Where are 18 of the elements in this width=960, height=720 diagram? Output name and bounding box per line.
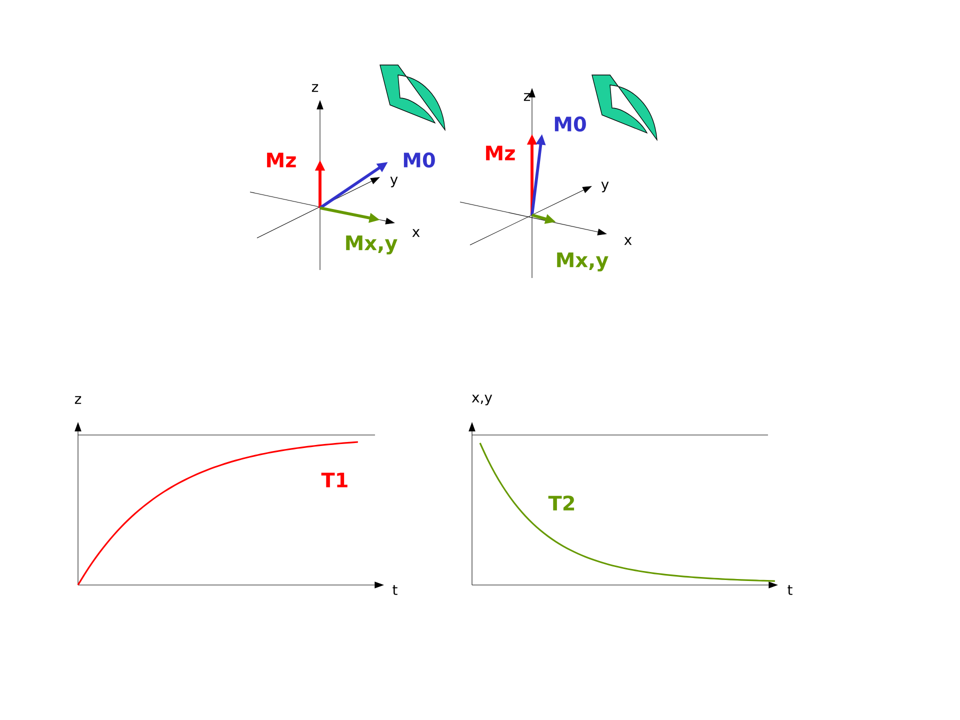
axis-label: y <box>601 182 609 192</box>
vector-label: Mx,y <box>346 236 398 254</box>
vector-label: M0 <box>554 116 586 132</box>
axis-label: y <box>390 176 398 188</box>
axis-label: t <box>392 585 398 595</box>
axis-label: x,y <box>472 394 492 406</box>
vector-label: M0 <box>404 152 435 168</box>
axis-label: t <box>788 585 792 595</box>
axis-label: x <box>624 237 632 245</box>
vector-label: Mx,y <box>557 252 608 272</box>
axis-label: x <box>412 229 420 237</box>
vector-label: Mz <box>486 146 515 160</box>
axis-label: z <box>312 84 318 92</box>
curve-label: T2 <box>548 496 574 510</box>
vector-label: Mz <box>267 152 296 168</box>
axis-label: z <box>524 93 530 101</box>
axis-label: z <box>74 396 82 404</box>
curve-label: T1 <box>321 472 348 488</box>
